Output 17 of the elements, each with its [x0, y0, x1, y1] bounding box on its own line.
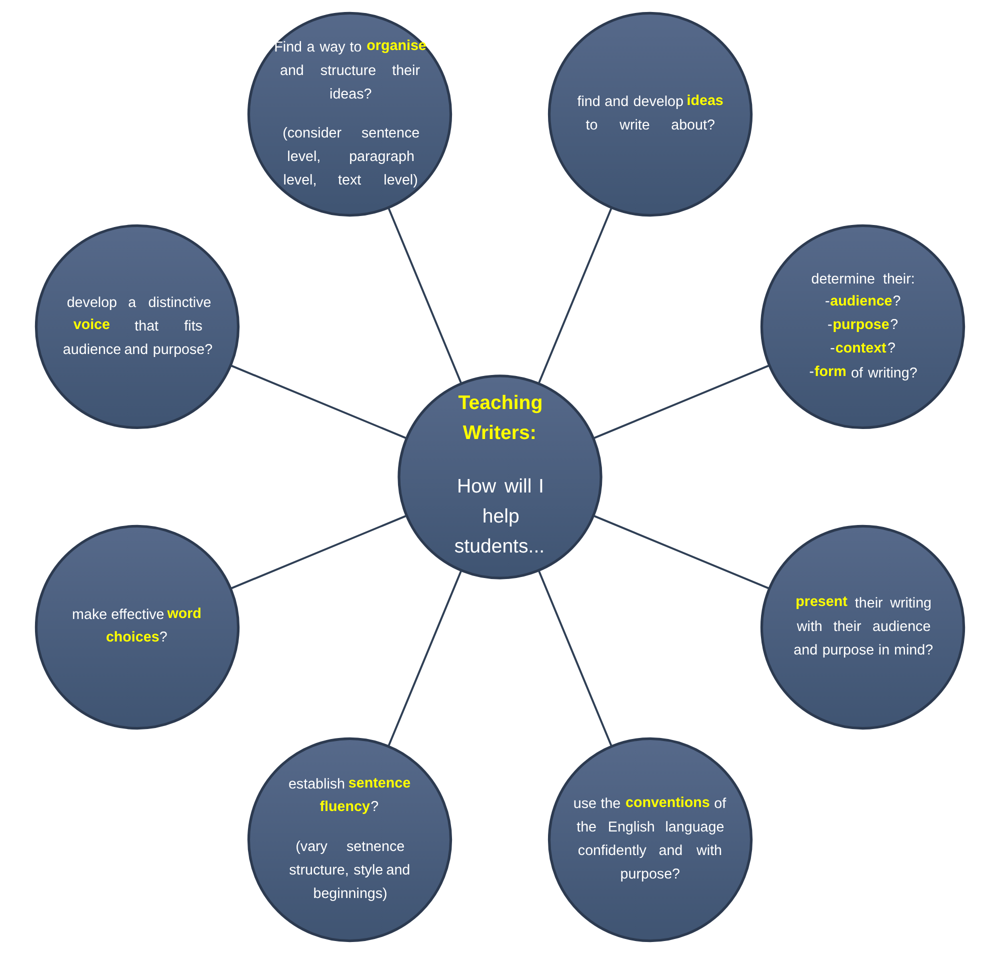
connector [388, 570, 462, 746]
node-circle: Find a way to organise and structure their ideas? (consider sentence level, paragraph level, text level) [247, 12, 452, 217]
node-circle: establish sentence fluency? (vary setnence structure, style and beginnings) [247, 737, 452, 942]
node-circle: make effective word choices? [34, 524, 240, 730]
connector [593, 514, 770, 590]
connector [538, 208, 612, 384]
connector [388, 208, 462, 384]
connector [230, 514, 407, 590]
node-circle: present their writing with their audience and purpose in mind? [760, 524, 966, 730]
node-circle: find and develop ideas to write about? [548, 12, 753, 217]
node-circle: develop a distinctive voice that fits audience and purpose? [34, 224, 240, 430]
connector [230, 364, 407, 440]
connector [538, 570, 612, 746]
connector [593, 364, 770, 440]
node-circle: use the conventions of the English language confidently and with purpose? [548, 737, 753, 942]
node-circle: determine their: -audience? -purpose? -context? -form of writing? [760, 224, 966, 430]
node-circle: Teaching Writers: How will I help students... [398, 374, 602, 580]
